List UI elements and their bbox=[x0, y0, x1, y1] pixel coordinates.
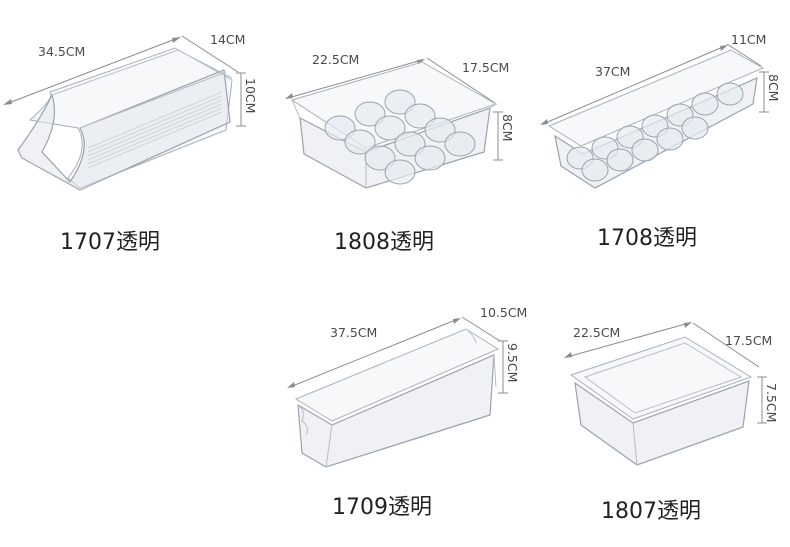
product-1808-height: 8CM bbox=[500, 114, 515, 142]
product-1808-caption: 1808透明 bbox=[334, 230, 434, 255]
product-1708-image bbox=[540, 43, 769, 189]
product-1808-image bbox=[285, 57, 503, 189]
product-1807-height: 7.5CM bbox=[764, 383, 779, 423]
product-1709-width: 10.5CM bbox=[480, 305, 528, 320]
product-1707-length: 34.5CM bbox=[38, 44, 86, 59]
product-1807-caption: 1807透明 bbox=[601, 499, 701, 524]
product-1707-image bbox=[3, 35, 246, 191]
product-1709-image bbox=[287, 316, 508, 468]
product-1708-caption: 1708透明 bbox=[597, 226, 697, 251]
product-1707-ribs bbox=[87, 91, 223, 169]
product-1708-height: 8CM bbox=[766, 74, 781, 102]
product-1707-caption: 1707透明 bbox=[60, 230, 160, 255]
product-1807-width: 17.5CM bbox=[725, 333, 773, 348]
product-1707-height: 10CM bbox=[243, 78, 258, 114]
product-1709-caption: 1709透明 bbox=[332, 495, 432, 520]
product-1807-image bbox=[564, 322, 767, 466]
product-1808-width: 17.5CM bbox=[462, 60, 510, 75]
product-1708-width: 11CM bbox=[731, 32, 767, 47]
product-1808: 22.5CM 17.5CM 8CM 1808透明 bbox=[270, 0, 535, 260]
product-1708-cups bbox=[566, 82, 744, 182]
product-1708-length: 37CM bbox=[595, 64, 631, 79]
product-1708: 37CM 11CM 8CM 1708透明 bbox=[535, 0, 790, 260]
product-1709-height: 9.5CM bbox=[505, 343, 520, 383]
product-1807-length: 22.5CM bbox=[573, 325, 621, 340]
product-1709: 37.5CM 10.5CM 9.5CM 1709透明 bbox=[280, 295, 545, 540]
product-1707: 34.5CM 14CM 10CM 1707透明 bbox=[0, 0, 270, 260]
product-1709-length: 37.5CM bbox=[330, 325, 378, 340]
product-1808-cups bbox=[324, 89, 476, 185]
product-1808-length: 22.5CM bbox=[312, 52, 360, 67]
product-1807: 22.5CM 17.5CM 7.5CM 1807透明 bbox=[545, 295, 790, 540]
product-1707-width: 14CM bbox=[210, 32, 246, 47]
